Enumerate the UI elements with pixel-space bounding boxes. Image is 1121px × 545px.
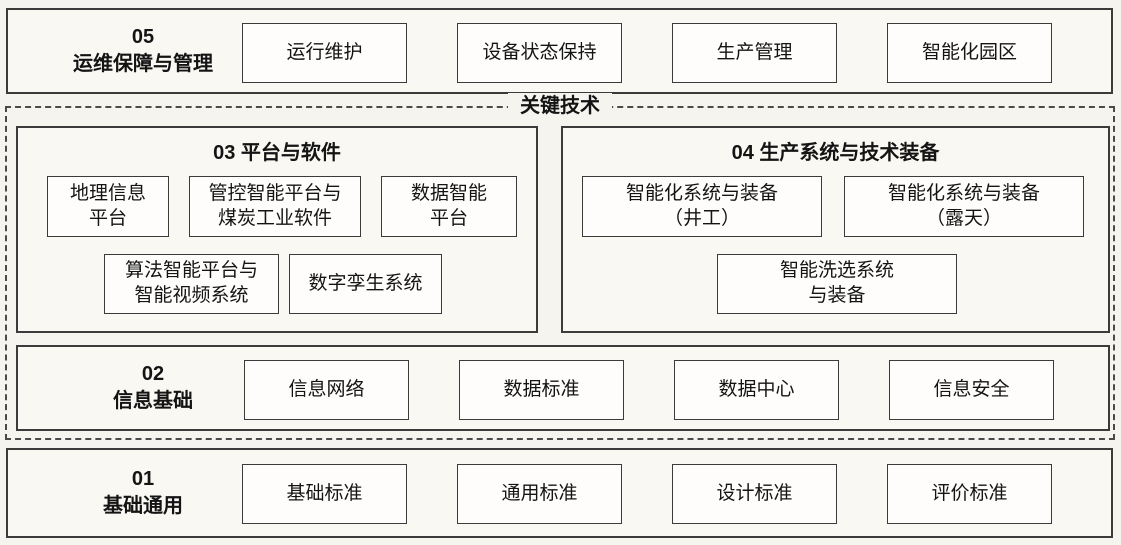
box-data-standard: 数据标准 [459, 360, 624, 420]
box-information-security: 信息安全 [889, 360, 1054, 420]
box-intelligent-systems-underground: 智能化系统与装备 （井工） [582, 176, 822, 237]
section-04-production-systems-equipment: 04 生产系统与技术装备 智能化系统与装备 （井工） 智能化系统与装备 （露天）… [561, 126, 1110, 333]
box-data-center: 数据中心 [674, 360, 839, 420]
layer-02-band: 02 信息基础 信息网络 数据标准 数据中心 信息安全 [16, 345, 1110, 431]
box-operation-maintenance: 运行维护 [242, 23, 407, 83]
layer-02-label: 02 信息基础 [113, 363, 193, 412]
layer-01-label: 01 基础通用 [103, 468, 183, 517]
box-data-intelligence-platform: 数据智能 平台 [381, 176, 517, 237]
box-evaluation-standard: 评价标准 [887, 464, 1052, 524]
section-03-platform-software: 03 平台与软件 地理信息 平台 管控智能平台与 煤炭工业软件 数据智能 平台 … [16, 126, 538, 333]
box-algorithm-platform-video-system: 算法智能平台与 智能视频系统 [104, 254, 279, 314]
box-general-standard: 通用标准 [457, 464, 622, 524]
box-intelligent-washing-system: 智能洗选系统 与装备 [717, 254, 957, 314]
layer-05-label: 05 运维保障与管理 [73, 26, 213, 75]
box-digital-twin-system: 数字孪生系统 [289, 254, 442, 314]
layer-01-band: 01 基础通用 基础标准 通用标准 设计标准 评价标准 [6, 448, 1113, 538]
box-design-standard: 设计标准 [672, 464, 837, 524]
key-technology-label: 关键技术 [508, 93, 612, 119]
box-production-management: 生产管理 [672, 23, 837, 83]
box-smart-park: 智能化园区 [887, 23, 1052, 83]
box-basic-standard: 基础标准 [242, 464, 407, 524]
section-03-title: 03 平台与软件 [213, 142, 341, 164]
box-information-network: 信息网络 [244, 360, 409, 420]
key-technology-container: 关键技术 03 平台与软件 地理信息 平台 管控智能平台与 煤炭工业软件 数据智… [5, 93, 1115, 440]
box-control-platform-coal-industry-software: 管控智能平台与 煤炭工业软件 [189, 176, 361, 237]
layer-05-band: 05 运维保障与管理 运行维护 设备状态保持 生产管理 智能化园区 [6, 8, 1113, 94]
box-gis-platform: 地理信息 平台 [47, 176, 169, 237]
section-04-title: 04 生产系统与技术装备 [731, 142, 940, 164]
box-intelligent-systems-open-pit: 智能化系统与装备 （露天） [844, 176, 1084, 237]
box-equipment-status-maintenance: 设备状态保持 [457, 23, 622, 83]
